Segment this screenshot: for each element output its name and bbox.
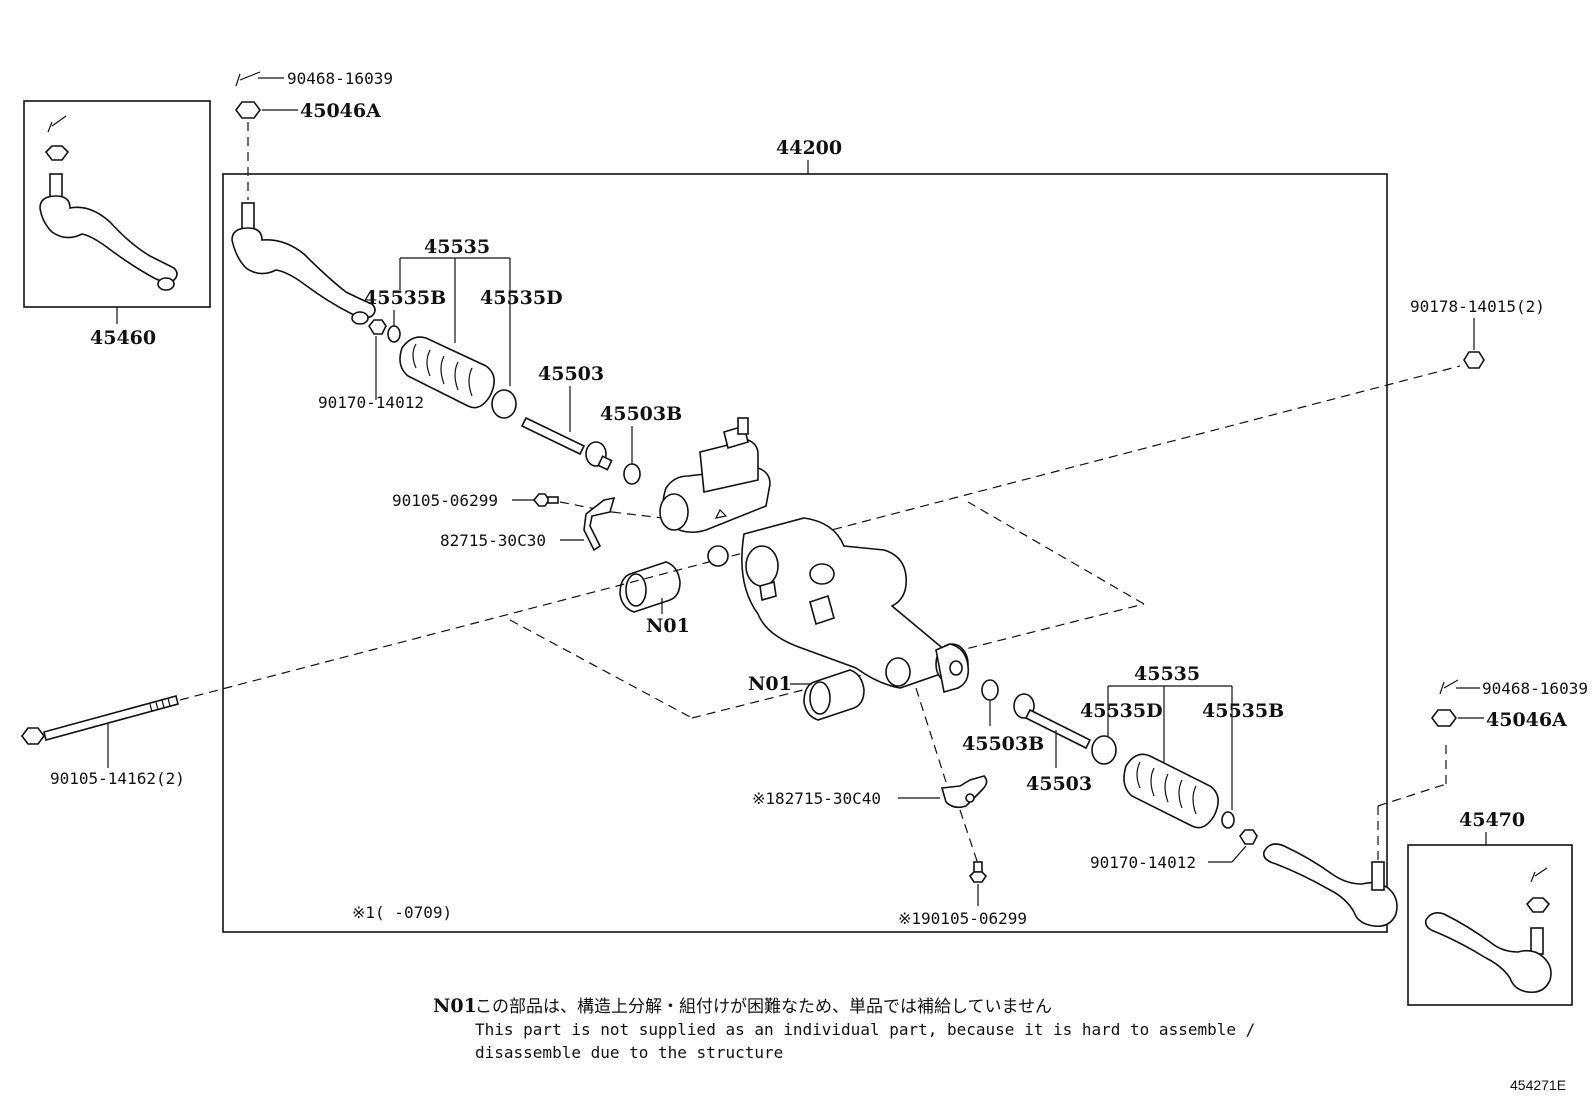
clamp-small-right-icon	[1221, 811, 1235, 829]
bracket-alt-icon	[940, 775, 988, 809]
callout-bolt-small-alt: ※190105-06299	[898, 909, 1027, 928]
callout-bracket: 82715-30C30	[440, 531, 546, 550]
callout-boot-right-clamp-large: 45535D	[1080, 700, 1163, 722]
clamp-small-left-icon	[387, 325, 401, 343]
mount-nut-icon	[1463, 351, 1485, 369]
callout-boot-left-clamp-small: 45535B	[364, 287, 446, 309]
callout-cotter-pin-top-left: 90468-16039	[287, 69, 393, 88]
left-tie-rod-end-label: 45460	[90, 327, 156, 349]
castle-nut-right-icon	[1431, 709, 1457, 727]
washer-right-icon	[981, 679, 999, 701]
callout-boot-right-clamp-small: 45535B	[1202, 700, 1284, 722]
callout-mount-bolt: 90105-14162(2)	[50, 769, 185, 788]
diagram-id: 454271E	[1510, 1077, 1566, 1093]
callout-washer-left: 45503B	[600, 403, 682, 425]
callout-cotter-pin-right: 90468-16039	[1482, 679, 1588, 698]
lock-nut-left-icon	[368, 319, 387, 335]
callout-bracket-alt: ※182715-30C40	[752, 789, 881, 808]
note-english-line1: This part is not supplied as an individu…	[475, 1020, 1255, 1039]
callout-boot-right: 45535	[1134, 663, 1200, 685]
callout-nut-top-left: 45046A	[300, 100, 381, 122]
callout-washer-right: 45503B	[962, 733, 1044, 755]
callout-nut-right: 45046A	[1486, 709, 1567, 731]
callout-boot-left: 45535	[424, 236, 490, 258]
callout-tie-rod-right: 45503	[1026, 773, 1092, 795]
small-bolt-alt-icon	[968, 861, 988, 883]
callout-lock-nut-right: 90170-14012	[1090, 853, 1196, 872]
boot-right-icon	[1123, 753, 1219, 829]
callout-tie-rod-left: 45503	[538, 363, 604, 385]
left-inset-tie-rod-end-icon	[39, 115, 178, 291]
mount-bolt-icon	[21, 695, 179, 745]
callout-mount-nut: 90178-14015(2)	[1410, 297, 1545, 316]
assembly-label: 44200	[776, 137, 842, 159]
note-english-line2: disassemble due to the structure	[475, 1043, 783, 1062]
note-japanese: この部品は、構造上分解・組付けが困難なため、単品では補給していません	[475, 997, 1052, 1017]
assembly-frame	[222, 173, 1388, 933]
footnote-range: ※1( -0709)	[352, 903, 452, 922]
washer-left-icon	[623, 463, 641, 485]
steering-rack-housing	[659, 417, 970, 694]
callout-bushing-right: N01	[748, 673, 792, 695]
bushing-left-icon	[619, 561, 681, 613]
note-code: N01	[433, 995, 477, 1017]
right-tie-rod-end-label: 45470	[1459, 809, 1525, 831]
callout-lock-nut-left: 90170-14012	[318, 393, 424, 412]
callout-boot-left-clamp-large: 45535D	[480, 287, 563, 309]
callout-bolt-small: 90105-06299	[392, 491, 498, 510]
clamp-large-right-icon	[1091, 735, 1117, 765]
left-tie-rod-end	[231, 202, 376, 325]
tie-rod-right-icon	[1013, 693, 1092, 750]
bracket-icon	[583, 496, 616, 552]
right-tie-rod-end	[1262, 843, 1398, 928]
bushing-right-icon	[803, 657, 911, 721]
lock-nut-right-icon	[1239, 829, 1258, 845]
right-inset-tie-rod-end-icon	[1424, 867, 1552, 994]
cotter-pin-icon	[235, 71, 261, 87]
clamp-large-left-icon	[491, 389, 517, 419]
callout-bushing-left: N01	[646, 615, 690, 637]
boot-left-icon	[399, 336, 495, 409]
small-bolt-icon	[532, 493, 559, 507]
castle-nut-icon	[235, 101, 261, 119]
cotter-pin-right-icon	[1439, 679, 1459, 695]
tie-rod-left-icon	[520, 416, 613, 471]
right-tie-rod-end-inset	[1407, 844, 1573, 1006]
